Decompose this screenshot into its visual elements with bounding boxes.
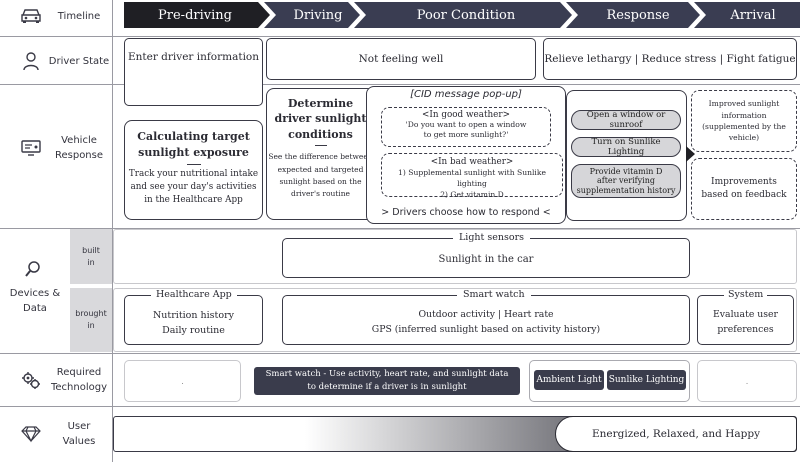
magnifier-icon (24, 260, 42, 278)
calc-target-title: Calculating target sunlight exposure (137, 130, 250, 159)
phase-arrival: Arrival (730, 7, 776, 23)
row-required-technology: Required Technology (0, 362, 112, 398)
row-label: Devices & Data (9, 288, 61, 314)
row-devices-data: Devices & Data (0, 261, 70, 314)
smartwatch-title: Smart watch (457, 289, 531, 300)
option-vitamin-d[interactable]: Provide vitamin D after verifying supple… (571, 164, 681, 198)
option-open-window[interactable]: Open a window or sunroof (571, 110, 681, 130)
relieve-box: Relieve lethargy | Reduce stress | Fight… (543, 38, 797, 80)
diamond-icon (16, 423, 46, 445)
smartwatch-text: Outdoor activity | Heart rate GPS (infer… (371, 309, 601, 335)
person-icon (16, 50, 46, 72)
driver-info-text: Enter driver information (127, 51, 260, 63)
row-label: Timeline (57, 10, 101, 22)
monitor-icon (16, 137, 46, 159)
arrow-right-icon (686, 146, 695, 162)
determine-desc: See the difference between expected and … (268, 152, 373, 199)
system-text: Evaluate user preferences (713, 309, 778, 335)
relieve-text: Relieve lethargy | Reduce stress | Fight… (544, 53, 796, 65)
gears-icon (16, 369, 46, 391)
phase-chevron-pre-driving (124, 2, 270, 28)
arrival-info-box: Improved sunlight information (supplemen… (691, 90, 797, 152)
row-label: User Values (62, 421, 96, 447)
divider (186, 163, 201, 165)
healthcare-title: Healthcare App (151, 289, 237, 300)
phase-chevron-arrival (694, 2, 800, 28)
cid-popup-box: [CID message pop-up] <In good weather> '… (366, 86, 566, 224)
arrival-feedback-box: Improvements based on feedback (691, 158, 797, 220)
phase-response: Response (606, 7, 670, 23)
row-user-values: User Values (0, 416, 112, 452)
good-weather-text: 'Do you want to open a window to get mor… (405, 120, 527, 140)
tech-empty-left: . (124, 360, 241, 402)
good-weather-box: <In good weather> 'Do you want to open a… (381, 107, 551, 147)
driver-info-box: Enter driver information (124, 38, 263, 106)
determine-box: Determine driver sunlight conditions See… (266, 88, 375, 220)
system-box: System Evaluate user preferences (697, 289, 794, 345)
light-sensors-box: Light sensors Sunlight in the car (282, 232, 690, 278)
brought-in-label: brought in (70, 288, 112, 352)
row-timeline: Timeline (0, 2, 112, 30)
user-values-text: Energized, Relaxed, and Happy (591, 428, 761, 440)
row-divider (0, 36, 800, 37)
tech-sunlike-lighting: Sunlike Lighting (607, 370, 686, 390)
tech-ambient-light: Ambient Light (534, 370, 604, 390)
not-feeling-well-text: Not feeling well (358, 53, 444, 65)
row-divider (0, 84, 800, 85)
smartwatch-box: Smart watch Outdoor activity | Heart rat… (282, 289, 690, 345)
light-sensors-title: Light sensors (453, 232, 531, 243)
cid-title: [CID message pop-up] (410, 89, 522, 100)
phase-chevron-driving (264, 2, 360, 28)
row-vehicle-response: Vehicle Response (0, 128, 112, 168)
timeline-chevrons (124, 2, 800, 28)
bad-weather-text: 1) Supplemental sunlight with Sunlike li… (398, 168, 546, 199)
row-divider (0, 406, 800, 407)
phase-poor-condition: Poor Condition (416, 7, 516, 23)
column-divider (112, 0, 113, 462)
row-driver-state: Driver State (0, 46, 112, 76)
row-divider (0, 228, 800, 229)
light-sensors-text: Sunlight in the car (438, 254, 534, 265)
row-divider (0, 353, 800, 354)
calc-target-desc: Track your nutritional intake and see yo… (128, 168, 259, 206)
user-values-pill: Energized, Relaxed, and Happy (555, 416, 797, 452)
tech-empty-right: . (697, 360, 797, 402)
healthcare-app-box: Healthcare App Nutrition history Daily r… (124, 289, 263, 345)
phase-chevron-poor-condition (354, 2, 572, 28)
phase-chevron-response (566, 2, 700, 28)
healthcare-text: Nutrition history Daily routine (152, 310, 235, 337)
row-label: Driver State (48, 55, 110, 67)
system-title: System (724, 289, 768, 300)
determine-title: Determine driver sunlight conditions (274, 97, 367, 141)
arrival-feedback-text: Improvements based on feedback (701, 176, 787, 200)
divider (314, 145, 327, 147)
arrival-info-text: Improved sunlight information (supplemen… (702, 99, 786, 143)
good-weather-title: <In good weather> (422, 110, 510, 120)
choose-text: > Drivers choose how to respond < (381, 207, 551, 218)
calc-target-box: Calculating target sunlight exposure Tra… (124, 120, 263, 220)
phase-driving: Driving (293, 7, 343, 23)
not-feeling-well-box: Not feeling well (266, 38, 536, 80)
bad-weather-title: <In bad weather> (430, 157, 514, 167)
phase-pre-driving: Pre-driving (158, 7, 232, 23)
car-icon (16, 5, 46, 27)
tech-smartwatch: Smart watch - Use activity, heart rate, … (254, 367, 520, 395)
option-sunlike-lighting[interactable]: Turn on Sunlike Lighting (571, 137, 681, 157)
row-label: Required Technology (50, 367, 107, 393)
built-in-label: built in (70, 229, 112, 284)
row-label: Vehicle Response (54, 135, 104, 161)
bad-weather-box: <In bad weather> 1) Supplemental sunligh… (381, 153, 563, 199)
